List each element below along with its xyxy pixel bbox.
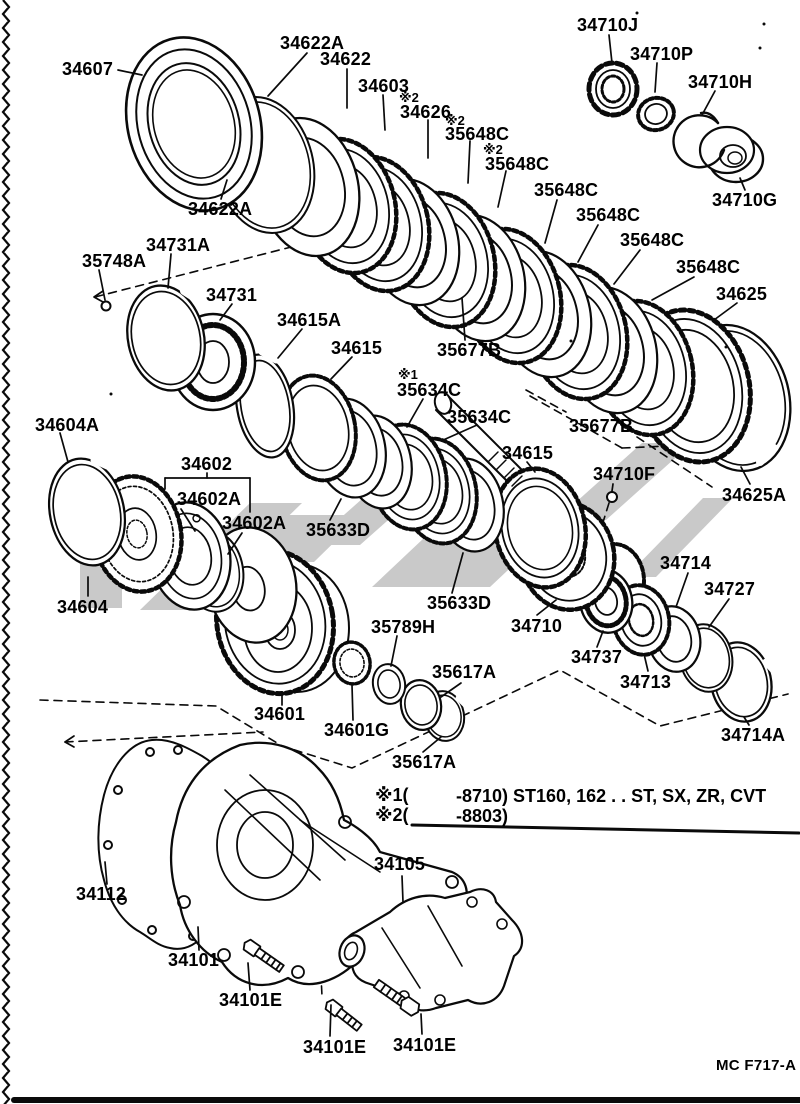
part-label-34101: 34101 [168,950,220,970]
part-label-35648C: 35648C [485,154,550,174]
part-label-35648C: 35648C [445,124,510,144]
arrow-marks [64,290,104,748]
part-label-34601: 34601 [254,704,306,724]
shaft [433,391,523,487]
footnote-underline [410,823,800,835]
leader-lines [59,34,751,1037]
part-label-34105: 34105 [374,854,426,874]
part-label-34622: 34622 [320,49,372,69]
part-label-35748A: 35748A [82,251,147,271]
part-label-35648C: 35648C [534,180,599,200]
bolt-34101E-2 [324,998,363,1032]
part-label-2: ※2 [445,113,465,128]
lock-washer-34710P [636,95,676,133]
part-label-34602: 34602 [181,454,233,474]
part-label-34615A: 34615A [277,310,342,330]
snap-ring-34731A [126,284,206,392]
part-label-35648C: 35648C [576,205,641,225]
part-label-2: ※2 [483,142,503,157]
part-label-34601G: 34601G [324,720,390,740]
pin-35748A [100,300,112,312]
part-label-35677B: 35677B [569,416,634,436]
part-label-34603: 34603 [358,76,410,96]
part-label-34604A: 34604A [35,415,100,435]
part-label-34625: 34625 [716,284,768,304]
part-label-35677B: 35677B [437,340,502,360]
extension-housing-34105 [338,888,524,1012]
part-label-34710H: 34710H [688,72,753,92]
ball-34710F [606,491,618,503]
part-label-34101E: 34101E [219,990,283,1010]
part-label-34710P: 34710P [630,44,694,64]
oil-seal-34607 [124,36,264,212]
part-label-34714A: 34714A [721,725,786,745]
part-label-34602A: 34602A [222,513,287,533]
part-label-34101E: 34101E [393,1035,457,1055]
part-label-35789H: 35789H [371,617,436,637]
footnote-text-1: -8710) ST160, 162 . . ST, SX, ZR, CVT [456,786,767,806]
part-label-35617A: 35617A [392,752,457,772]
bolt-34101E-1 [242,938,285,973]
part-label-34602A: 34602A [177,489,242,509]
part-label-34615: 34615 [331,338,383,358]
part-label-35648C: 35648C [676,257,741,277]
part-label-34710G: 34710G [712,190,778,210]
part-label-34731: 34731 [206,285,258,305]
part-label-35634C: 35634C [447,407,512,427]
thrust-washer-34601G [332,640,372,686]
part-label-34713: 34713 [620,672,672,692]
part-label-34607: 34607 [62,59,114,79]
part-label-34622A: 34622A [188,199,253,219]
lock-nut-34710J [586,60,640,118]
part-label-1: ※1 [398,367,418,382]
part-label-35648C: 35648C [620,230,685,250]
part-label-34710F: 34710F [593,464,656,484]
part-label-34710: 34710 [511,616,563,636]
part-label-34622A: 34622A [280,33,345,53]
part-label-35617A: 35617A [432,662,497,682]
part-label-35633D: 35633D [427,593,492,613]
part-label-35634C: 35634C [397,380,462,400]
print-specks [109,11,766,396]
footnote-text-2: -8803) [456,806,509,826]
ring-35789H [371,663,407,705]
bolt-34101E-3 [372,978,421,1017]
bearing-34710G [698,125,765,184]
part-label-34615: 34615 [502,443,554,463]
part-label-34710J: 34710J [577,15,639,35]
torn-edge [1,0,11,1104]
part-label-34625A: 34625A [722,485,787,505]
part-label-34727: 34727 [704,579,756,599]
snap-ring-34604A [47,457,127,567]
part-label-35633D: 35633D [306,520,371,540]
part-label-2: ※2 [399,90,419,105]
part-label-34737: 34737 [571,647,623,667]
clutch-disc-row [278,373,589,590]
footnote-mark-1: ※1( [375,785,409,805]
part-label-34714: 34714 [660,553,712,573]
part-label-34604: 34604 [57,597,109,617]
drawing-code: MC F717-A [716,1057,797,1074]
footnote-mark-2: ※2( [375,805,409,825]
ring-35617A-front [399,679,443,731]
part-label-34101E: 34101E [303,1037,367,1057]
torn-edge-path [1,0,11,1104]
part-label-34112: 34112 [76,884,127,904]
part-label-34626: 34626 [400,102,452,122]
part-label-34731A: 34731A [146,235,211,255]
